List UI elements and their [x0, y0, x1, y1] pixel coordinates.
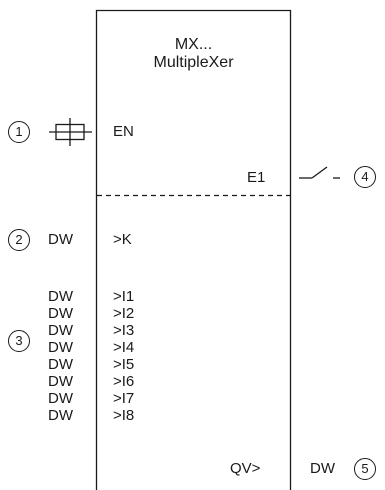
k-label: >K: [113, 231, 132, 248]
enable-label: EN: [113, 123, 134, 140]
i5-label: >I5: [113, 356, 135, 373]
i6-label: >I6: [113, 373, 135, 390]
i7-type: DW: [48, 390, 73, 407]
contact-icon: [299, 166, 340, 179]
qv-type: DW: [310, 460, 335, 477]
i8-type: DW: [48, 407, 73, 424]
callout-5: 5: [354, 458, 376, 480]
i1-label: >I1: [113, 288, 135, 305]
i8-label: >I8: [113, 407, 135, 424]
i5-type: DW: [48, 356, 73, 373]
i2-type: DW: [48, 305, 73, 322]
coil-icon: [49, 118, 92, 146]
k-type: DW: [48, 231, 73, 248]
i3-type: DW: [48, 322, 73, 339]
e1-label: E1: [247, 169, 266, 186]
callout-1: 1: [8, 121, 30, 143]
i6-type: DW: [48, 373, 73, 390]
i3-label: >I3: [113, 322, 135, 339]
block-title-line1: MX...: [174, 36, 213, 53]
i2-label: >I2: [113, 305, 135, 322]
qv-label: QV>: [230, 460, 261, 477]
callout-3: 3: [8, 330, 30, 352]
callout-2: 2: [8, 229, 30, 251]
i1-type: DW: [48, 288, 73, 305]
i7-label: >I7: [113, 390, 135, 407]
i4-label: >I4: [113, 339, 135, 356]
i4-type: DW: [48, 339, 73, 356]
block-outline: [95, 9, 292, 490]
block-title-line2: MultipleXer: [153, 54, 234, 71]
callout-4: 4: [354, 166, 376, 188]
